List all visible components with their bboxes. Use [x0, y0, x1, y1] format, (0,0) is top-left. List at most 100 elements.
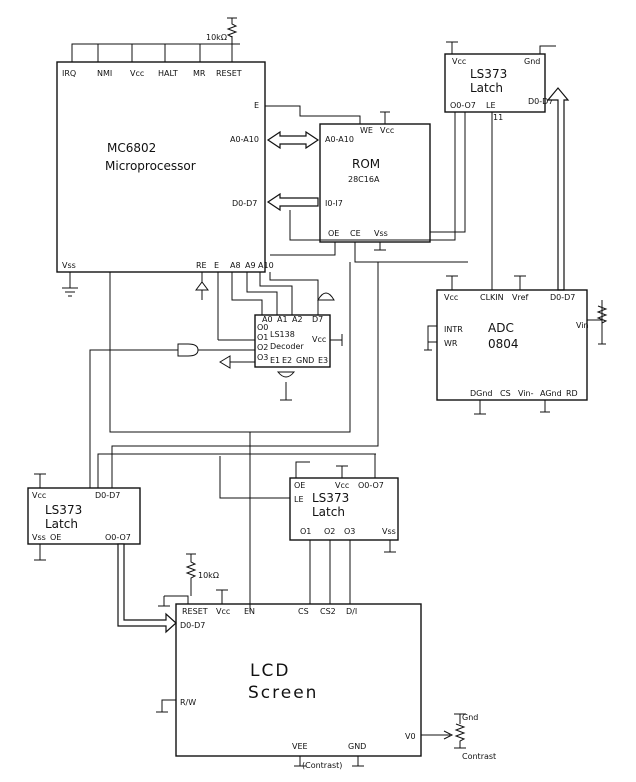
rom-pin-vcc: Vcc	[380, 126, 394, 135]
mpu-pin-vss: Vss	[62, 261, 76, 270]
latch-mid-pin-o2: O2	[324, 527, 335, 536]
latch-top-pin-out: O0-O7	[450, 101, 476, 110]
decoder-pin-a1: A1	[277, 315, 288, 324]
latch-top-pin-le: LE	[486, 101, 496, 110]
decoder-pin-gnd: GND	[296, 356, 314, 365]
mpu-pin-e2: E	[214, 261, 219, 270]
mpu-pin-reset: RESET	[216, 69, 242, 78]
adc-pin-dgnd: DGnd	[470, 389, 493, 398]
rom-part: 28C16A	[348, 175, 380, 184]
lcd-pin-en: EN	[244, 607, 255, 616]
latch-left-pin-out: O0-O7	[105, 533, 131, 542]
rom-pin-addr: A0-A10	[325, 135, 354, 144]
lcd-pin-rw: R/W	[180, 698, 196, 707]
lcd-name: LCD	[250, 661, 290, 681]
lcd-pin-reset: RESET	[182, 607, 208, 616]
latch-top-subtitle: Latch	[470, 81, 503, 95]
latch-mid-pin-o3: O3	[344, 527, 355, 536]
decoder-pin-e1: E1	[270, 356, 280, 365]
rom-pin-we: WE	[360, 126, 373, 135]
latch-top-pin-gnd: Gnd	[524, 57, 540, 66]
adc-pin-cs: CS	[500, 389, 511, 398]
mpu-pin-a9: A9	[245, 261, 256, 270]
latch-top-name: LS373	[470, 67, 507, 81]
latch-top-pin-num: 11	[493, 113, 503, 122]
adc-pin-vin: Vin	[576, 321, 589, 330]
mpu-pin-nmi: NMI	[97, 69, 112, 78]
lcd-pin-vo: V0	[405, 732, 416, 741]
latch-left-name: LS373	[45, 503, 82, 517]
lcd-pin-cs: CS	[298, 607, 309, 616]
adc-pin-agnd: AGnd	[540, 389, 562, 398]
adc-name: ADC	[488, 321, 514, 335]
latch-left-subtitle: Latch	[45, 517, 78, 531]
decoder-pin-vcc: Vcc	[312, 335, 326, 344]
decoder-pin-o2: O2	[257, 343, 268, 352]
decoder-pin-o1: O1	[257, 333, 268, 342]
latch-left-pin-vss: Vss	[32, 533, 46, 542]
rom-pin-ce: CE	[350, 229, 361, 238]
adc-pin-intr: INTR	[444, 325, 463, 334]
decoder-pin-a0: A0	[262, 315, 273, 324]
decoder-pin-o0: O0	[257, 323, 268, 332]
lcd-pin-cs2: CS2	[320, 607, 336, 616]
lcd-pin-vee: VEE	[292, 742, 308, 751]
decoder-pin-d7: D7	[312, 315, 323, 324]
latch-mid-pin-o1: O1	[300, 527, 311, 536]
adc-pin-wr: WR	[444, 339, 458, 348]
rom-box	[319, 123, 431, 243]
lcd-box	[175, 603, 422, 757]
mpu-pin-mr: MR	[193, 69, 206, 78]
adc-pin-rd: RD	[566, 389, 578, 398]
latch-mid-block: LS373 Latch OE LE Vcc O0-O7 O1 O2 O3 Vss	[289, 454, 399, 604]
latch-top-pin-vcc: Vcc	[452, 57, 466, 66]
lcd-pin-vcc: Vcc	[216, 607, 230, 616]
mpu-pin-addr: A0-A10	[230, 135, 259, 144]
latch-left-pin-in: D0-D7	[95, 491, 120, 500]
latch-mid-box	[289, 477, 399, 541]
data-bus-arrow	[266, 192, 319, 212]
latch-left-pin-oe: OE	[50, 533, 61, 542]
adc-part: 0804	[488, 337, 519, 351]
lcd-subtitle: Screen	[248, 683, 318, 703]
latch-mid-pin-vcc: Vcc	[335, 481, 349, 490]
latch-left-pin-vcc: Vcc	[32, 491, 46, 500]
mpu-pin-halt: HALT	[158, 69, 178, 78]
address-bus-arrow	[266, 130, 320, 150]
rom-pin-oe: OE	[328, 229, 339, 238]
adc-pin-vin-neg: Vin-	[518, 389, 534, 398]
adc-box	[436, 289, 588, 401]
latch-mid-subtitle: Latch	[312, 505, 345, 519]
mpu-pin-irq: IRQ	[62, 69, 76, 78]
decoder-pin-e2: E2	[282, 356, 292, 365]
microprocessor-box	[56, 61, 266, 273]
latch-mid-pin-out: O0-O7	[358, 481, 384, 490]
lcd-pullup-label: 10kΩ	[198, 571, 219, 580]
microprocessor-subtitle: Microprocessor	[105, 159, 196, 173]
mpu-pullup-label: 10kΩ	[206, 33, 227, 42]
rom-pin-io: I0-I7	[325, 199, 343, 208]
adc-pin-clkin: CLKIN	[480, 293, 504, 302]
latch-mid-name: LS373	[312, 491, 349, 505]
decoder-block: LS138 Decoder A0 A1 A2 D7 O0 O1 O2 O3 E1…	[89, 272, 343, 488]
lcd-pin-gnd: GND	[348, 742, 366, 751]
latch-mid-pin-le: LE	[294, 495, 304, 504]
decoder-subtitle: Decoder	[270, 342, 304, 351]
adc-pin-data: D0-D7	[550, 293, 575, 302]
rom-name: ROM	[352, 157, 380, 171]
decoder-pin-o3: O3	[257, 353, 268, 362]
microprocessor-block: MC6802 Microprocessor IRQ NMI Vcc HALT M…	[56, 17, 274, 297]
decoder-pin-a2: A2	[292, 315, 303, 324]
decoder-pin-e3: E3	[318, 356, 328, 365]
rom-block: ROM 28C16A A0-A10 I0-I7 WE Vcc OE CE Vss	[265, 105, 468, 263]
adc-pin-vcc: Vcc	[444, 293, 458, 302]
mpu-pin-vcc: Vcc	[130, 69, 144, 78]
lcd-pot-gnd: Gnd	[462, 713, 478, 722]
lcd-pin-di: D/I	[346, 607, 357, 616]
lcd-block: LCD Screen RESET Vcc EN CS CS2 D/I D0-D7…	[156, 553, 496, 770]
lcd-vee-note: (Contrast)	[302, 761, 342, 770]
decoder-name: LS138	[270, 330, 295, 339]
mpu-pin-a10: A10	[258, 261, 274, 270]
latch-left-block: LS373 Latch Vcc D0-D7 O0-O7 Vss OE	[27, 473, 177, 634]
